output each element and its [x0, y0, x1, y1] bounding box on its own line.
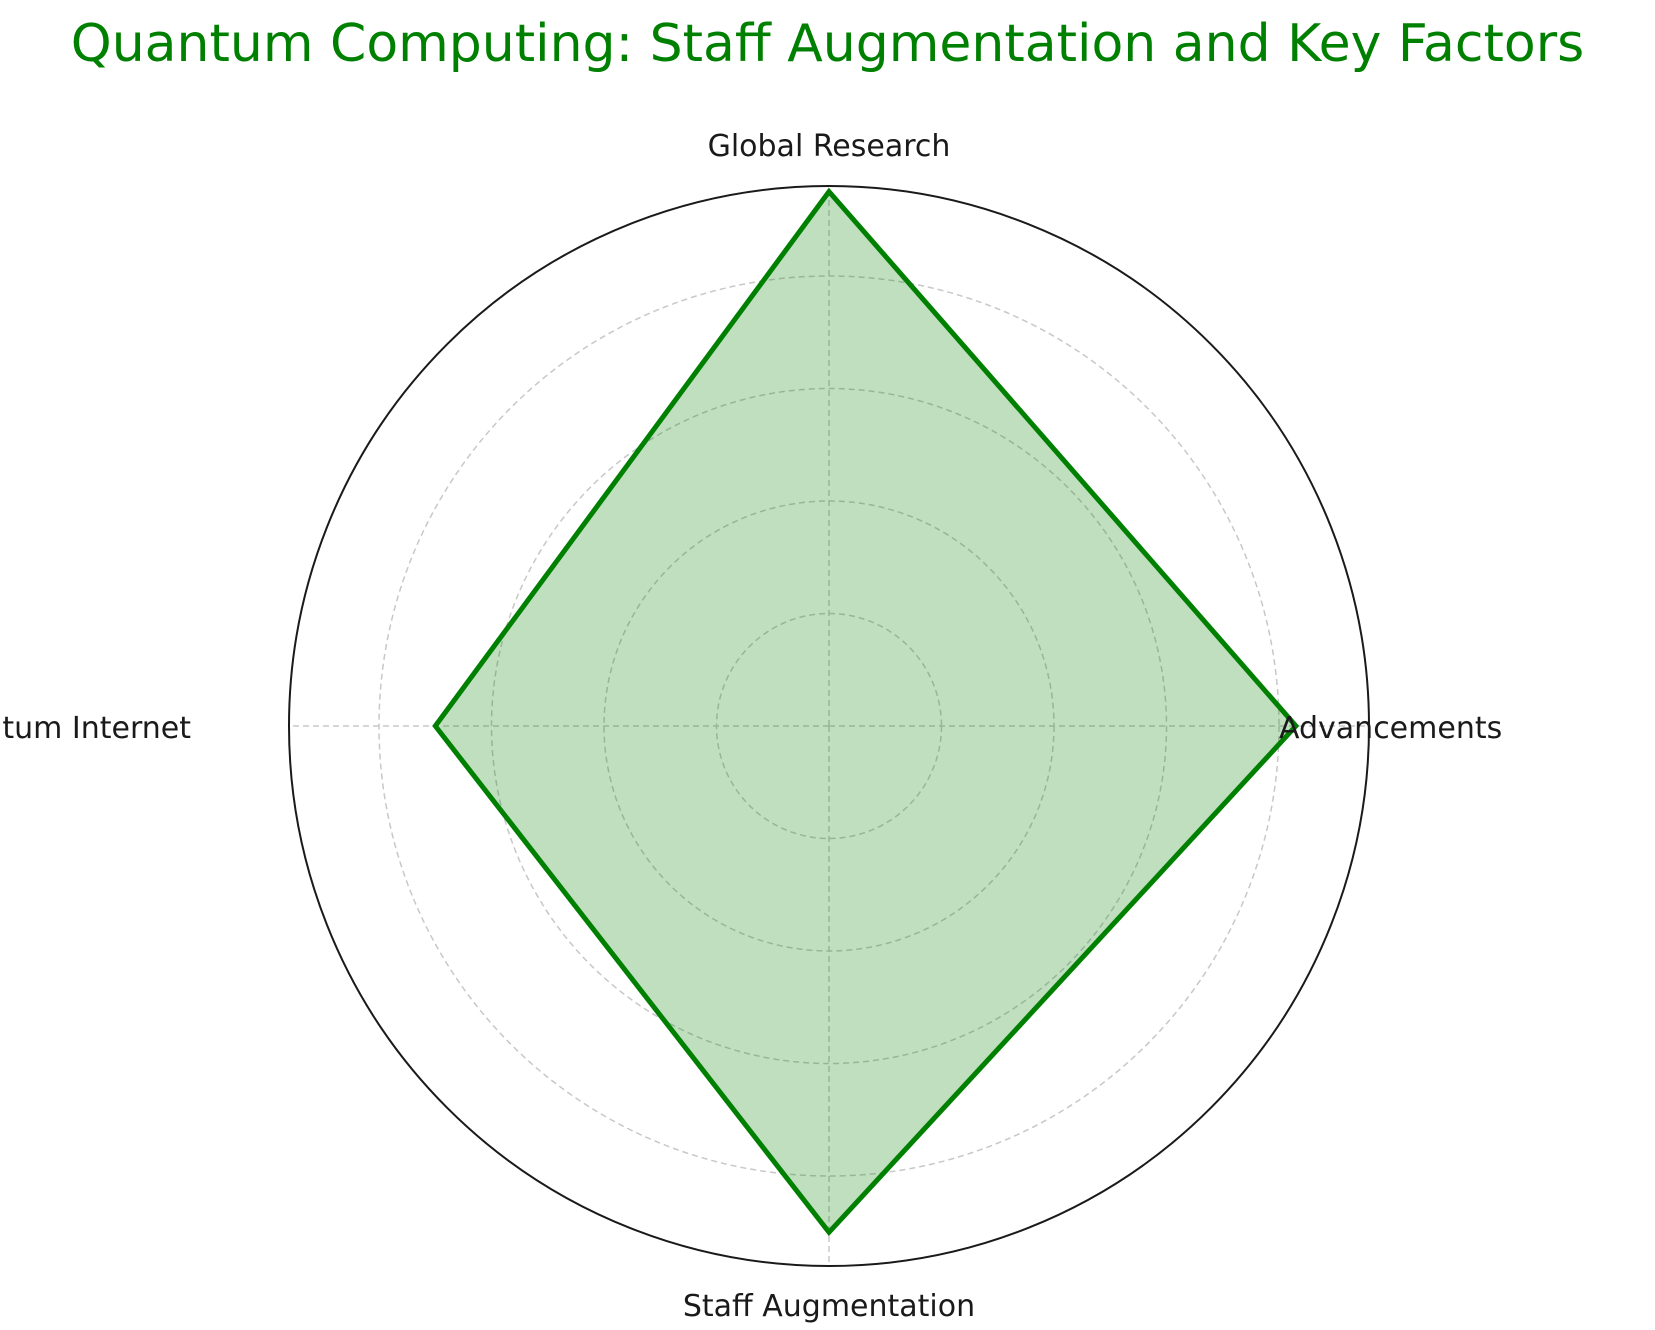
category-label: Quantum Internet [0, 711, 191, 746]
chart-title: Quantum Computing: Staff Augmentation an… [70, 14, 1585, 74]
series-area [435, 191, 1296, 1233]
category-label: Staff Augmentation [683, 1289, 975, 1324]
polar-frame [288, 185, 1370, 1267]
category-label: Advancements [1279, 711, 1502, 746]
category-label: Global Research [708, 129, 951, 164]
radial-gridline [490, 387, 1168, 1065]
series-line [432, 187, 1300, 1237]
